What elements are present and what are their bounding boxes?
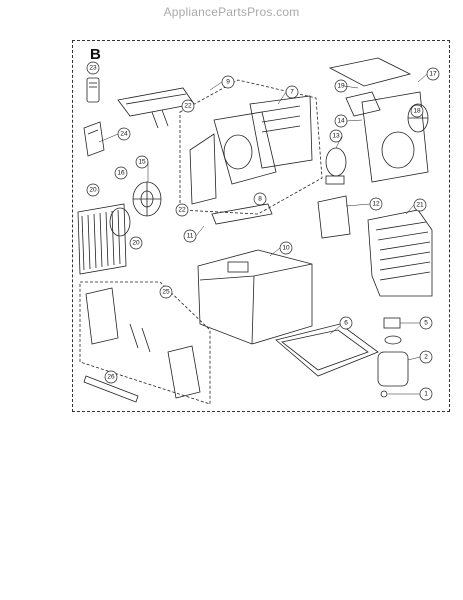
callout-7: 7: [285, 85, 299, 99]
callout-8: 8: [253, 192, 267, 206]
callout-11: 11: [183, 229, 197, 243]
svg-text:12: 12: [372, 201, 380, 208]
svg-text:14: 14: [337, 118, 345, 125]
owner-manual-part: [83, 121, 105, 157]
svg-text:19: 19: [337, 83, 345, 90]
condenser-fan-part: [407, 103, 429, 133]
svg-text:16: 16: [117, 170, 125, 177]
compressor-part: [377, 317, 409, 398]
callout-5: 5: [419, 316, 433, 330]
callout-17: 17: [426, 67, 440, 81]
callout-12: 12: [369, 197, 383, 211]
section-label: B: [90, 46, 101, 63]
callout-6: 6: [339, 316, 353, 330]
svg-text:17: 17: [429, 71, 437, 78]
svg-text:18: 18: [413, 108, 421, 115]
fan-ring-part: [109, 207, 131, 237]
front-grille-part: [77, 203, 127, 275]
callout-19: 19: [334, 79, 348, 93]
cabinet-part: [197, 249, 313, 345]
motor-part: [325, 147, 347, 185]
svg-text:5: 5: [424, 320, 428, 327]
svg-text:10: 10: [282, 245, 290, 252]
svg-text:8: 8: [258, 196, 262, 203]
callout-15: 15: [135, 155, 149, 169]
svg-text:7: 7: [290, 89, 294, 96]
callout-20: 20: [86, 183, 100, 197]
side-curtain-part: [85, 287, 201, 399]
base-rail-part: [211, 203, 273, 225]
callout-22: 22: [181, 99, 195, 113]
diagram-frame: [72, 40, 450, 412]
callout-2: 2: [419, 350, 433, 364]
callout-23: 23: [86, 61, 100, 75]
motor-bracket-part: [317, 195, 351, 239]
base-pan-part: [275, 323, 379, 377]
svg-text:22: 22: [184, 103, 192, 110]
svg-text:25: 25: [162, 289, 170, 296]
svg-text:15: 15: [138, 159, 146, 166]
callout-25: 25: [159, 285, 173, 299]
callout-22b: 22: [175, 203, 189, 217]
svg-text:21: 21: [416, 202, 424, 209]
callout-labels: 23 24 22 9 7 20 19 17 14 18 13 15 16 8 2…: [86, 61, 440, 401]
fan-part: [132, 181, 162, 217]
rear-panel-part: [328, 57, 429, 183]
svg-text:22: 22: [178, 207, 186, 214]
callout-10: 10: [279, 241, 293, 255]
mounting-rail-part: [83, 375, 139, 403]
watermark: AppliancePartsPros.com: [163, 5, 300, 19]
svg-text:20: 20: [132, 240, 140, 247]
blower-housing-part: [189, 95, 313, 205]
svg-text:1: 1: [424, 391, 428, 398]
callout-26: 26: [104, 370, 118, 384]
callout-16: 16: [114, 166, 128, 180]
svg-text:24: 24: [120, 131, 128, 138]
callout-20b: 20: [129, 236, 143, 250]
callout-24: 24: [117, 127, 131, 141]
svg-text:2: 2: [424, 354, 428, 361]
svg-text:13: 13: [332, 133, 340, 140]
callout-9: 9: [221, 75, 235, 89]
callout-13: 13: [329, 129, 343, 143]
svg-text:20: 20: [89, 187, 97, 194]
svg-text:6: 6: [344, 320, 348, 327]
condenser-coil-part: [367, 209, 433, 297]
svg-text:9: 9: [226, 79, 230, 86]
svg-text:23: 23: [89, 65, 97, 72]
svg-text:26: 26: [107, 374, 115, 381]
callout-21: 21: [413, 198, 427, 212]
remote-control-part: [86, 77, 100, 103]
callout-18: 18: [410, 104, 424, 118]
callout-1: 1: [419, 387, 433, 401]
svg-text:11: 11: [187, 233, 194, 240]
callout-14: 14: [334, 114, 348, 128]
